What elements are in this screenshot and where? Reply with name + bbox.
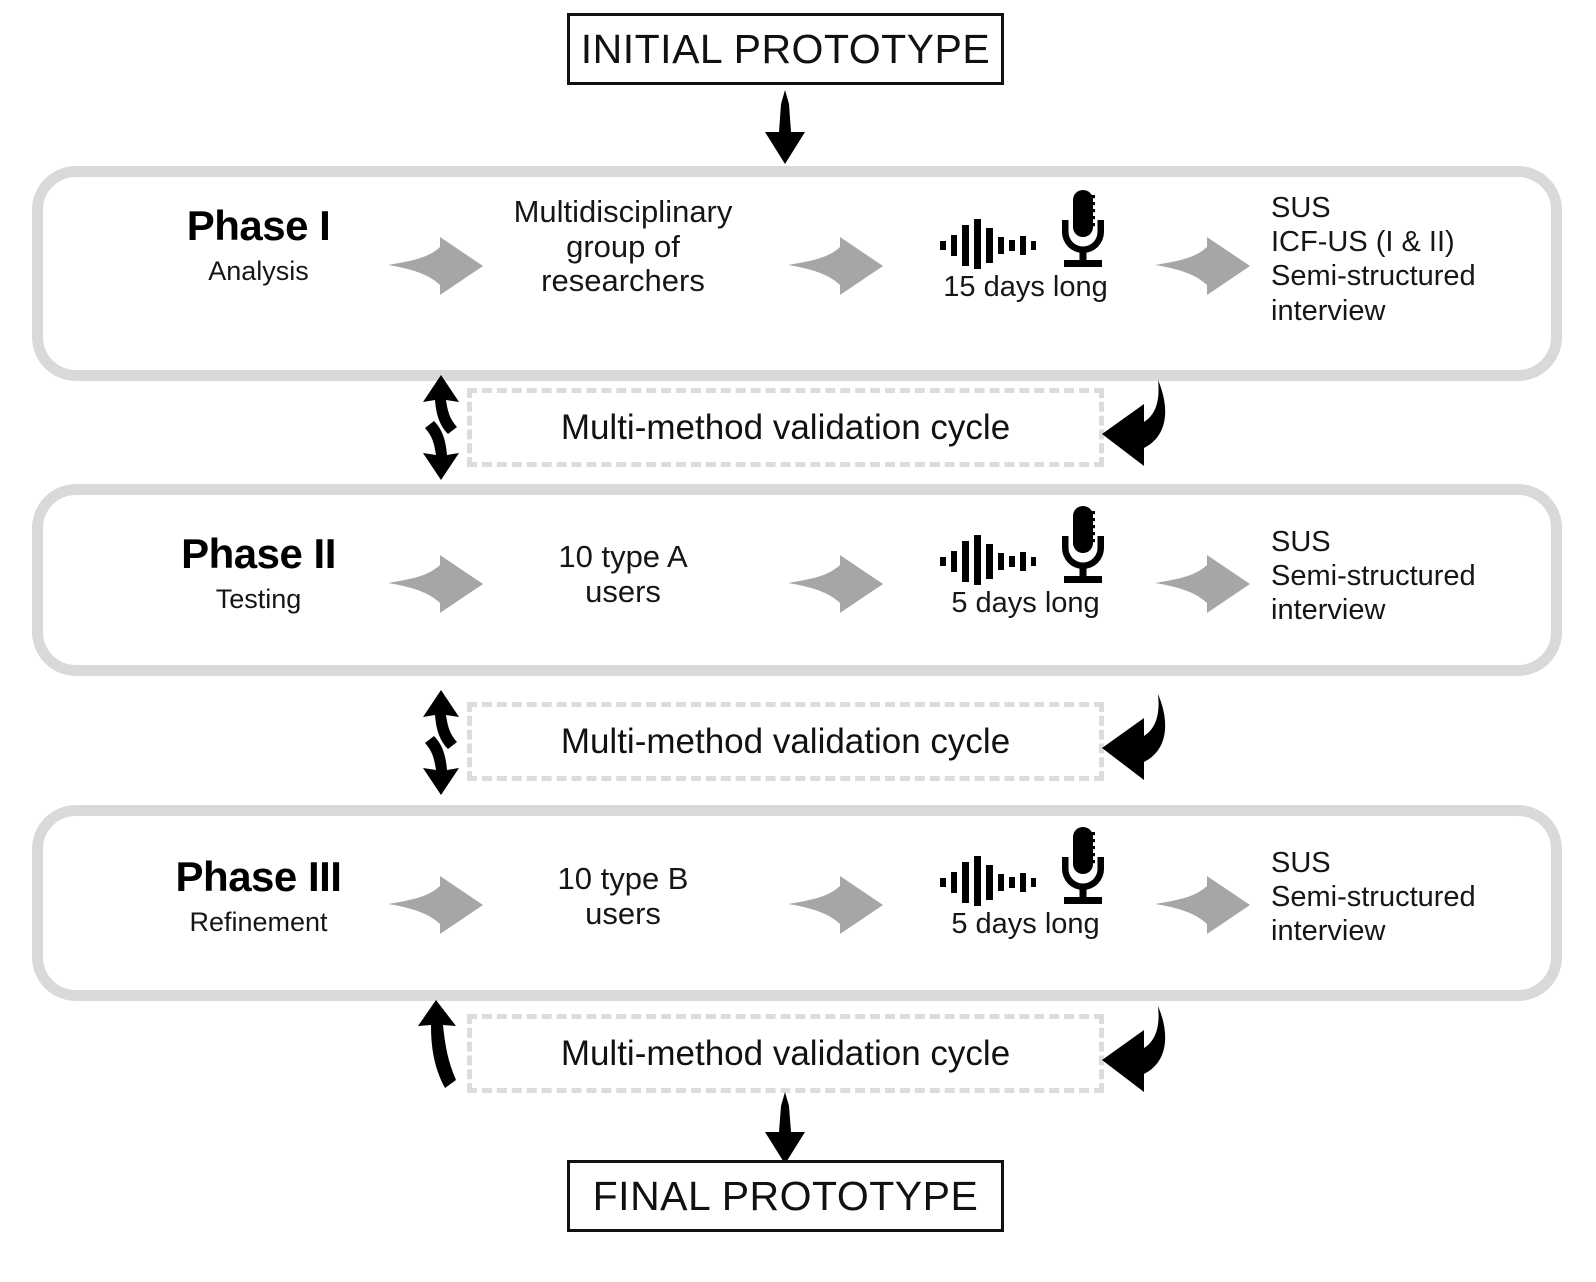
audio-waveform-icon (938, 856, 1038, 906)
phase-1-icon-group (893, 190, 1158, 269)
phase-2-instruments: SUS Semi-structured interview (1271, 525, 1571, 628)
phase-1-participants-line-1: Multidisciplinary (513, 194, 733, 229)
phase-3-participants-line-2: users (585, 895, 661, 931)
microphone-icon (1052, 189, 1114, 269)
phase-3-instrument-2: Semi-structured (1271, 881, 1476, 914)
phase-2-icon-group (893, 506, 1158, 585)
flow-arrow-1c (1155, 235, 1250, 297)
flow-arrow-1a (388, 235, 483, 297)
phase-2-title: Phase II (181, 530, 336, 577)
flow-arrow-2c (1155, 553, 1250, 615)
phase-1-instrument-4: interview (1271, 294, 1386, 327)
phase-1-participants-line-2: group of (566, 228, 680, 264)
final-prototype-box: FINAL PROTOTYPE (567, 1160, 1004, 1232)
flow-down-arrow-final (755, 1092, 815, 1164)
phase-3-subtitle: Refinement (189, 906, 328, 937)
phase-1-participants-line-3: researchers (541, 263, 705, 299)
flow-down-arrow-initial (755, 90, 815, 164)
phase-1-instrument-1: SUS (1271, 192, 1331, 224)
curved-up-arrow-icon-3 (412, 1000, 470, 1100)
initial-prototype-label: INITIAL PROTOTYPE (580, 25, 991, 72)
final-prototype-label: FINAL PROTOTYPE (592, 1172, 979, 1219)
microphone-icon (1052, 826, 1114, 906)
phase-2-instrument-3: interview (1271, 594, 1386, 627)
phase-2-title-col: Phase II Testing (121, 530, 396, 615)
curved-return-arrow-icon-1 (1098, 378, 1170, 474)
flow-arrow-3c (1155, 874, 1250, 936)
phase-2-method-col: 5 days long (893, 506, 1158, 620)
phase-2-participants-line-2: users (585, 573, 661, 609)
flow-arrow-3b (788, 874, 883, 936)
flow-arrow-3a (388, 874, 483, 936)
phase-2-container: Phase II Testing 10 type A users (32, 484, 1562, 676)
phase-2-instrument-2: Semi-structured (1271, 560, 1476, 593)
phase-2-participants-line-1: 10 type A (558, 539, 688, 574)
phase-3-participants: 10 type B users (473, 861, 773, 931)
phase-1-title-col: Phase I Analysis (121, 202, 396, 287)
phase-3-instruments: SUS Semi-structured interview (1271, 846, 1571, 949)
phase-2-participants: 10 type A users (473, 539, 773, 609)
flow-arrow-2b (788, 553, 883, 615)
phase-3-instrument-3: interview (1271, 915, 1386, 948)
phase-3-duration: 5 days long (951, 908, 1100, 940)
phase-1-container: Phase I Analysis Multidisciplinary group… (32, 166, 1562, 381)
curved-return-arrow-icon-2 (1098, 692, 1170, 788)
cycle-1-box: Multi-method validation cycle (467, 388, 1104, 467)
cycle-3-label: Multi-method validation cycle (560, 1033, 1011, 1073)
phase-3-instrument-1: SUS (1271, 847, 1331, 879)
initial-prototype-box: INITIAL PROTOTYPE (567, 13, 1004, 85)
cycle-3-box: Multi-method validation cycle (467, 1014, 1104, 1093)
audio-waveform-icon (938, 219, 1038, 269)
phase-1-instrument-3: Semi-structured (1271, 260, 1476, 293)
phase-1-subtitle: Analysis (208, 255, 309, 286)
phase-3-container: Phase III Refinement 10 type B users (32, 805, 1562, 1001)
cycle-2-label: Multi-method validation cycle (560, 721, 1011, 761)
phase-3-title: Phase III (175, 853, 342, 900)
curved-return-arrow-icon-3 (1098, 1004, 1170, 1100)
phase-3-method-col: 5 days long (893, 827, 1158, 941)
phase-3-participants-line-1: 10 type B (557, 861, 689, 896)
phase-1-instrument-2: ICF-US (I & II) (1271, 226, 1455, 259)
flow-arrow-1b (788, 235, 883, 297)
phase-2-subtitle: Testing (215, 583, 302, 614)
phase-2-instrument-1: SUS (1271, 526, 1331, 558)
phase-1-participants: Multidisciplinary group of researchers (473, 194, 773, 299)
phase-2-duration: 5 days long (951, 587, 1100, 619)
phase-1-duration: 15 days long (943, 271, 1108, 303)
microphone-icon (1052, 505, 1114, 585)
phase-3-title-col: Phase III Refinement (121, 853, 396, 938)
cycle-2-box: Multi-method validation cycle (467, 702, 1104, 781)
audio-waveform-icon (938, 535, 1038, 585)
phase-1-method-col: 15 days long (893, 190, 1158, 304)
double-headed-curved-arrow-icon-1 (412, 375, 470, 480)
cycle-1-label: Multi-method validation cycle (560, 407, 1011, 447)
phase-3-icon-group (893, 827, 1158, 906)
phase-1-instruments: SUS ICF-US (I & II) Semi-structured inte… (1271, 191, 1571, 328)
flow-arrow-2a (388, 553, 483, 615)
phase-1-title: Phase I (186, 202, 331, 249)
double-headed-curved-arrow-icon-2 (412, 690, 470, 795)
